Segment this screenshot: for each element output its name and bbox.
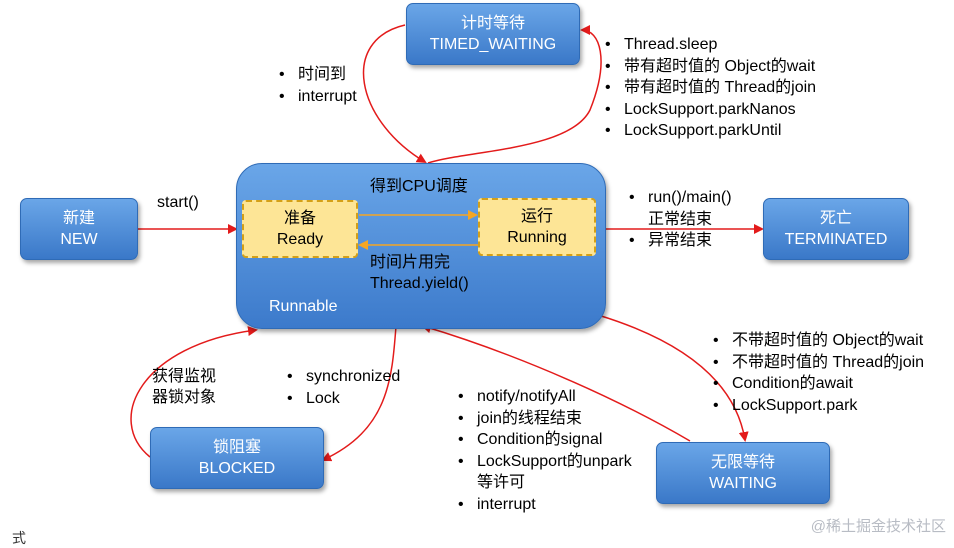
corner-text: 式: [12, 530, 26, 546]
list-item: 不带超时值的 Thread的join: [710, 352, 924, 374]
state-blocked: 锁阻塞 BLOCKED: [150, 427, 324, 489]
list-item: 带有超时值的 Object的wait: [602, 56, 816, 78]
waiting-enter-list: 不带超时值的 Object的wait 不带超时值的 Thread的join Co…: [710, 330, 924, 416]
new-en: NEW: [60, 231, 98, 248]
running-en: Running: [507, 229, 567, 246]
list-item: LockSupport.parkUntil: [602, 120, 816, 142]
arrow-waiting-to-runnable: [421, 323, 691, 442]
list-item: Condition的await: [710, 373, 924, 395]
list-item: Thread.sleep: [602, 34, 816, 56]
state-waiting: 无限等待 WAITING: [656, 442, 830, 504]
list-item: LockSupport的unpark 等许可: [455, 451, 632, 494]
state-new: 新建 NEW: [20, 198, 138, 260]
timed-waiting-cn: 计时等待: [460, 15, 525, 32]
ready-cn: 准备: [283, 210, 316, 227]
running-cn: 运行: [520, 208, 553, 225]
state-ready: 准备 Ready: [242, 200, 358, 258]
ready-en: Ready: [276, 231, 324, 248]
watermark: @稀土掘金技术社区: [810, 518, 946, 535]
arrow-runnable-to-waiting: [597, 314, 749, 442]
waiting-en: WAITING: [709, 475, 777, 492]
list-item: run()/main() 正常结束: [626, 187, 732, 230]
waiting-cn: 无限等待: [710, 454, 775, 471]
list-item: 带有超时值的 Thread的join: [602, 77, 816, 99]
cpu-schedule-label: 得到CPU调度: [370, 178, 468, 195]
blocked-enter-list: synchronized Lock: [284, 366, 400, 409]
list-item: 时间到: [276, 64, 357, 86]
unpark-line2: 等许可: [477, 474, 526, 491]
unpark-line1: LockSupport的unpark: [477, 452, 632, 470]
yield-label: Thread.yield(): [370, 275, 469, 292]
list-item: Lock: [284, 388, 400, 410]
terminate-item1-line1: run()/main(): [648, 189, 732, 206]
arrow-runnable-to-timed-waiting: [427, 25, 602, 164]
terminated-cn: 死亡: [819, 210, 852, 227]
list-item: synchronized: [284, 366, 400, 388]
state-running: 运行 Running: [478, 198, 596, 256]
list-item: 不带超时值的 Object的wait: [710, 330, 924, 352]
terminated-en: TERMINATED: [784, 231, 888, 248]
blocked-cn: 锁阻塞: [212, 439, 261, 456]
start-label: start(): [157, 194, 199, 211]
runnable-label: Runnable: [269, 298, 338, 315]
new-cn: 新建: [62, 210, 95, 227]
list-item: interrupt: [276, 86, 357, 108]
timed-back-list: 时间到 interrupt: [276, 64, 357, 107]
state-terminated: 死亡 TERMINATED: [763, 198, 909, 260]
terminate-list: run()/main() 正常结束 异常结束: [626, 187, 732, 252]
state-timed-waiting: 计时等待 TIMED_WAITING: [406, 3, 580, 65]
list-item: LockSupport.park: [710, 395, 924, 417]
blocked-en: BLOCKED: [198, 460, 276, 477]
list-item: join的线程结束: [455, 408, 632, 430]
arrow-timed-waiting-to-runnable: [362, 24, 427, 164]
list-item: notify/notifyAll: [455, 386, 632, 408]
list-item: Condition的signal: [455, 429, 632, 451]
acquire-monitor-line2: 器锁对象: [152, 389, 217, 406]
terminate-item1-line2: 正常结束: [648, 210, 713, 228]
time-slice-label: 时间片用完: [370, 254, 451, 271]
acquire-monitor-line1: 获得监视: [152, 368, 217, 385]
waiting-back-list: notify/notifyAll join的线程结束 Condition的sig…: [455, 386, 632, 515]
arrow-blocked-to-runnable: [130, 326, 258, 458]
timed-waiting-en: TIMED_WAITING: [429, 36, 557, 53]
timed-enter-list: Thread.sleep 带有超时值的 Object的wait 带有超时值的 T…: [602, 34, 816, 142]
list-item: interrupt: [455, 494, 632, 516]
list-item: 异常结束: [626, 230, 732, 252]
list-item: LockSupport.parkNanos: [602, 99, 816, 121]
